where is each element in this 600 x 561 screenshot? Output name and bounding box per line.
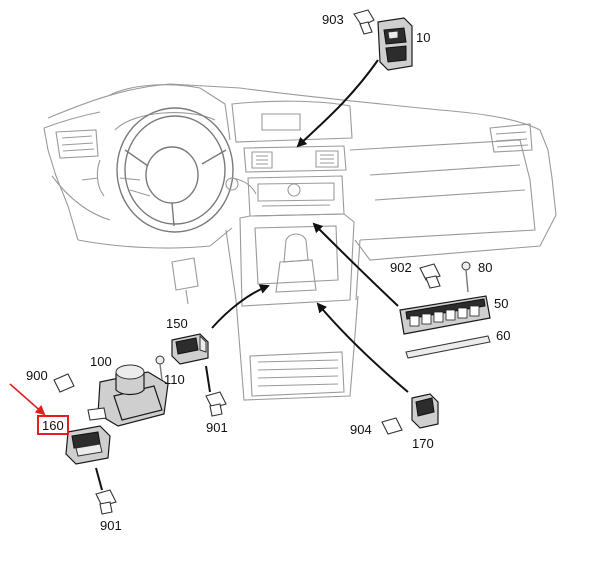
label-60: 60: [496, 328, 510, 343]
label-902: 902: [390, 260, 412, 275]
label-904: 904: [350, 422, 372, 437]
label-170: 170: [412, 436, 434, 451]
label-110: 110: [164, 372, 185, 387]
part-901-connector-bottom: [95, 489, 117, 515]
steering-wheel: [81, 107, 257, 233]
leader-lines: [95, 59, 409, 491]
highlight-160: [9, 383, 69, 435]
part-50-switch-panel: [399, 295, 491, 335]
part-901-connector-right: [205, 391, 227, 417]
label-900: 900: [26, 368, 48, 383]
part-60-trim-strip: [405, 335, 491, 359]
label-50: 50: [494, 296, 508, 311]
part-labels: 903 10 902 80 50 60 150 100 110 900 160 …: [26, 12, 510, 533]
highlight-box: [37, 415, 69, 435]
part-903-connector: [353, 9, 375, 35]
label-150: 150: [166, 316, 188, 331]
part-110-screw: [155, 355, 165, 381]
part-902-connector: [419, 263, 441, 289]
part-900-connector: [53, 373, 75, 393]
dashboard-line-art: [43, 83, 557, 401]
label-10: 10: [416, 30, 430, 45]
part-80-screw: [461, 261, 471, 293]
part-170-switch: [411, 393, 439, 429]
part-160-switch: [65, 425, 111, 465]
part-150-switch: [171, 333, 209, 365]
label-901-bottom: 901: [100, 518, 122, 533]
label-80: 80: [478, 260, 492, 275]
part-904-connector: [381, 417, 403, 435]
label-160: 160: [42, 418, 64, 433]
label-100: 100: [90, 354, 112, 369]
part-10-switch: [377, 17, 413, 71]
label-903: 903: [322, 12, 344, 27]
part-100-controller: [87, 364, 169, 427]
label-901-right: 901: [206, 420, 228, 435]
